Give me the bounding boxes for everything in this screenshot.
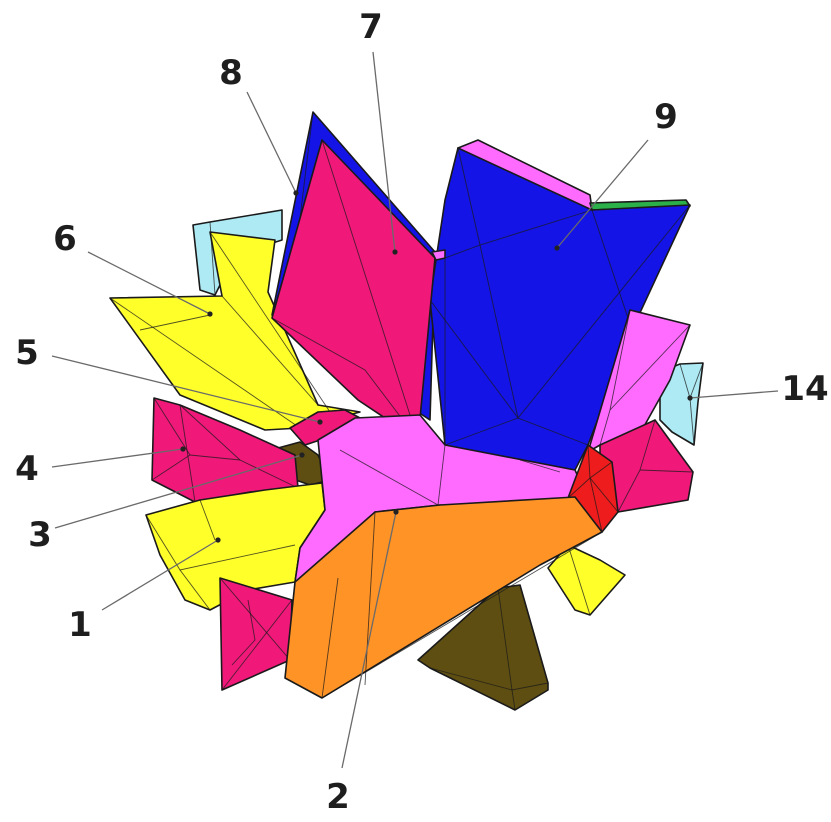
dot-8 (293, 190, 299, 196)
leaders (51, 51, 779, 769)
label-2: 2 (326, 777, 350, 817)
dot-9 (554, 245, 560, 251)
magenta-chip-7 (431, 249, 446, 261)
leader-14 (689, 390, 779, 399)
leader-2 (341, 511, 397, 769)
leader-1 (101, 539, 219, 611)
dot-2 (393, 509, 399, 515)
pink-crystal-lower-left (219, 577, 293, 691)
label-3: 3 (28, 515, 52, 555)
dot-7 (392, 249, 398, 255)
leader-4 (51, 448, 184, 468)
leader-5 (51, 355, 321, 423)
leader-9 (556, 139, 649, 249)
dot-4 (180, 446, 186, 452)
yellow-crystal-1 (145, 482, 326, 611)
dot-3 (299, 452, 305, 458)
pink-crystal-right (599, 419, 694, 513)
label-7: 7 (359, 7, 383, 47)
leader-8 (246, 91, 297, 194)
label-4: 4 (15, 449, 39, 489)
dot-5 (317, 419, 323, 425)
label-5: 5 (15, 333, 39, 373)
label-8: 8 (219, 53, 243, 93)
labels: 1 2 3 4 5 6 7 8 9 14 (15, 7, 829, 817)
light-blue-crystal-14 (659, 362, 704, 446)
dot-1 (215, 537, 221, 543)
leader-6 (87, 251, 211, 315)
leader-dots (180, 190, 693, 543)
leader-7 (372, 51, 396, 253)
label-14: 14 (781, 369, 828, 409)
leader-3 (54, 454, 303, 529)
dot-14 (687, 395, 693, 401)
label-1: 1 (68, 605, 92, 645)
label-6: 6 (53, 219, 77, 259)
label-9: 9 (654, 97, 678, 137)
dot-6 (207, 311, 213, 317)
yellow-crystal-6 (109, 231, 361, 431)
